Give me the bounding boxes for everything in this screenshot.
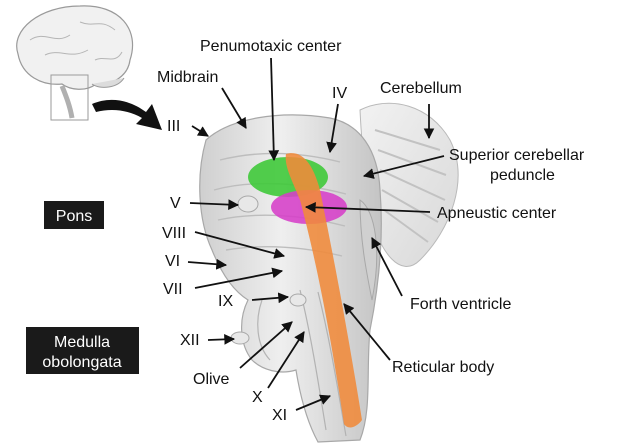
medulla-label-line2: obolongata [42,354,121,371]
label-superior-cerebellar-line1: Superior cerebellar [449,147,585,164]
label-apneustic-center: Apneustic center [437,205,557,222]
label-iv: IV [332,85,347,102]
label-xi: XI [272,407,287,424]
label-pneumotaxic-center: Penumotaxic center [200,38,342,55]
zoom-pointer-arrow [92,100,162,130]
label-iii: III [167,118,180,135]
label-cerebellum: Cerebellum [380,80,462,97]
label-x: X [252,389,263,406]
label-vi: VI [165,253,180,270]
pons-label: Pons [56,208,92,225]
medulla-label-line1: Medulla [54,334,110,351]
label-midbrain: Midbrain [157,69,218,86]
label-xii: XII [180,332,200,349]
label-superior-cerebellar-line2: peduncle [490,167,555,184]
label-viii: VIII [162,225,186,242]
label-forth-ventricle: Forth ventricle [410,296,511,313]
arrow-midbrain [222,88,246,128]
label-v: V [170,195,181,212]
arrow-iii [192,126,208,136]
pons-region-box: Pons [44,201,104,229]
label-reticular-body: Reticular body [392,359,494,376]
label-olive: Olive [193,371,230,388]
label-ix: IX [218,293,233,310]
arrow-xii [208,339,234,340]
label-vii: VII [163,281,183,298]
medulla-region-box: Medulla obolongata [26,327,139,374]
